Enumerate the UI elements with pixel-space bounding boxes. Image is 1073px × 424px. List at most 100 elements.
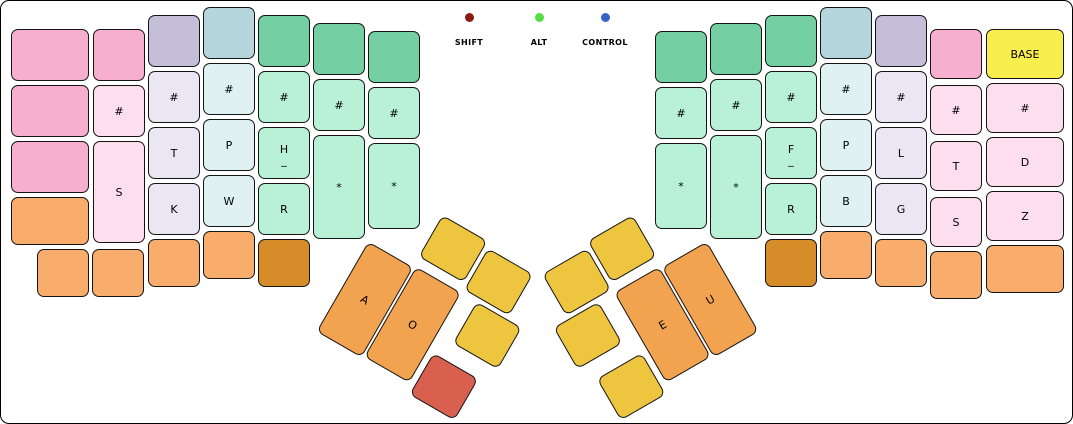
key-blank[interactable] [986,245,1064,293]
legend-alt: ALT [521,13,557,47]
key-label: S [952,215,960,229]
key-label: E [656,317,669,333]
key-f-right[interactable]: F_ [765,127,817,179]
key-blank[interactable] [820,7,872,59]
modifier-legend: SHIFT ALT CONTROL [1,1,1072,61]
key-label: S [115,185,123,199]
key-label: T [170,146,178,160]
key-blank[interactable] [655,31,707,83]
key-label: BASE [1010,47,1040,61]
key-w-left[interactable]: W [203,175,255,227]
key-blank-thumb[interactable] [452,301,522,370]
key-label: # [114,104,124,118]
key-label: H [279,142,289,156]
key-number[interactable]: # [313,79,365,131]
key-d-right[interactable]: D [986,137,1064,187]
key-label: R [280,202,288,216]
key-label: D [1020,155,1030,169]
key-k-left[interactable]: K [148,183,200,235]
key-t-left[interactable]: T [148,127,200,179]
key-label: # [224,82,234,96]
key-h-left[interactable]: H_ [258,127,310,179]
key-label: * [678,179,684,193]
key-label: U [703,291,718,308]
key-blank[interactable] [313,23,365,75]
key-blank[interactable] [11,85,89,137]
alt-label: ALT [530,38,548,47]
key-number[interactable]: # [820,63,872,115]
key-blank[interactable] [203,7,255,59]
key-b-right[interactable]: B [820,175,872,227]
key-blank[interactable] [930,251,982,299]
key-label: W [223,194,235,208]
key-label: # [896,90,906,104]
key-s-left[interactable]: S [93,141,145,243]
key-blank[interactable] [37,249,89,297]
key-label: * [336,180,342,194]
key-number[interactable]: # [93,85,145,137]
key-label: T [952,159,960,173]
key-label: Z [1021,209,1029,223]
key-sub-label: _ [281,153,287,167]
key-blank[interactable] [875,239,927,287]
key-blank[interactable] [203,231,255,279]
control-indicator-dot [600,13,610,22]
key-star-left[interactable]: * [313,135,365,239]
key-blank[interactable] [11,197,89,245]
key-label: # [786,90,796,104]
key-number[interactable]: # [368,87,420,139]
key-number[interactable]: # [710,79,762,131]
key-star-left[interactable]: * [368,143,420,229]
key-star-right[interactable]: * [655,143,707,229]
key-blank[interactable] [875,15,927,67]
key-label: F [787,142,795,156]
key-z-right[interactable]: Z [986,191,1064,241]
key-label: P [225,138,233,152]
key-number[interactable]: # [258,71,310,123]
key-number[interactable]: # [765,71,817,123]
legend-shift: SHIFT [451,13,487,47]
key-blank[interactable] [710,23,762,75]
key-p-left[interactable]: P [203,119,255,171]
key-label: # [731,98,741,112]
key-base-layer[interactable]: BASE [986,29,1064,79]
key-blank[interactable] [11,29,89,81]
key-label: K [170,202,178,216]
key-t-right[interactable]: T [930,141,982,191]
key-number[interactable]: # [655,87,707,139]
key-blank[interactable] [765,15,817,67]
key-sub-label: _ [788,153,794,167]
key-number[interactable]: # [875,71,927,123]
key-p-right[interactable]: P [820,119,872,171]
alt-indicator-dot [534,13,544,22]
key-label: # [1020,101,1030,115]
key-blank[interactable] [930,29,982,79]
key-blank[interactable] [148,15,200,67]
key-blank[interactable] [258,239,310,287]
key-blank[interactable] [93,29,145,81]
key-blank[interactable] [765,239,817,287]
key-blank[interactable] [368,31,420,83]
key-label: B [842,194,850,208]
shift-indicator-dot [464,13,474,22]
shift-label: SHIFT [454,38,484,47]
key-blank[interactable] [258,15,310,67]
key-r-left[interactable]: R [258,183,310,235]
key-s-right[interactable]: S [930,197,982,247]
key-blank[interactable] [820,231,872,279]
key-star-right[interactable]: * [710,135,762,239]
key-blank[interactable] [148,239,200,287]
key-g-right[interactable]: G [875,183,927,235]
key-label: O [405,316,420,333]
key-number[interactable]: # [148,71,200,123]
key-number[interactable]: # [986,83,1064,133]
key-number[interactable]: # [203,63,255,115]
key-blank[interactable] [92,249,144,297]
key-label: A [358,291,372,308]
key-number[interactable]: # [930,85,982,135]
key-label: * [733,180,739,194]
key-blank[interactable] [11,141,89,193]
key-l-right[interactable]: L [875,127,927,179]
key-r-right[interactable]: R [765,183,817,235]
